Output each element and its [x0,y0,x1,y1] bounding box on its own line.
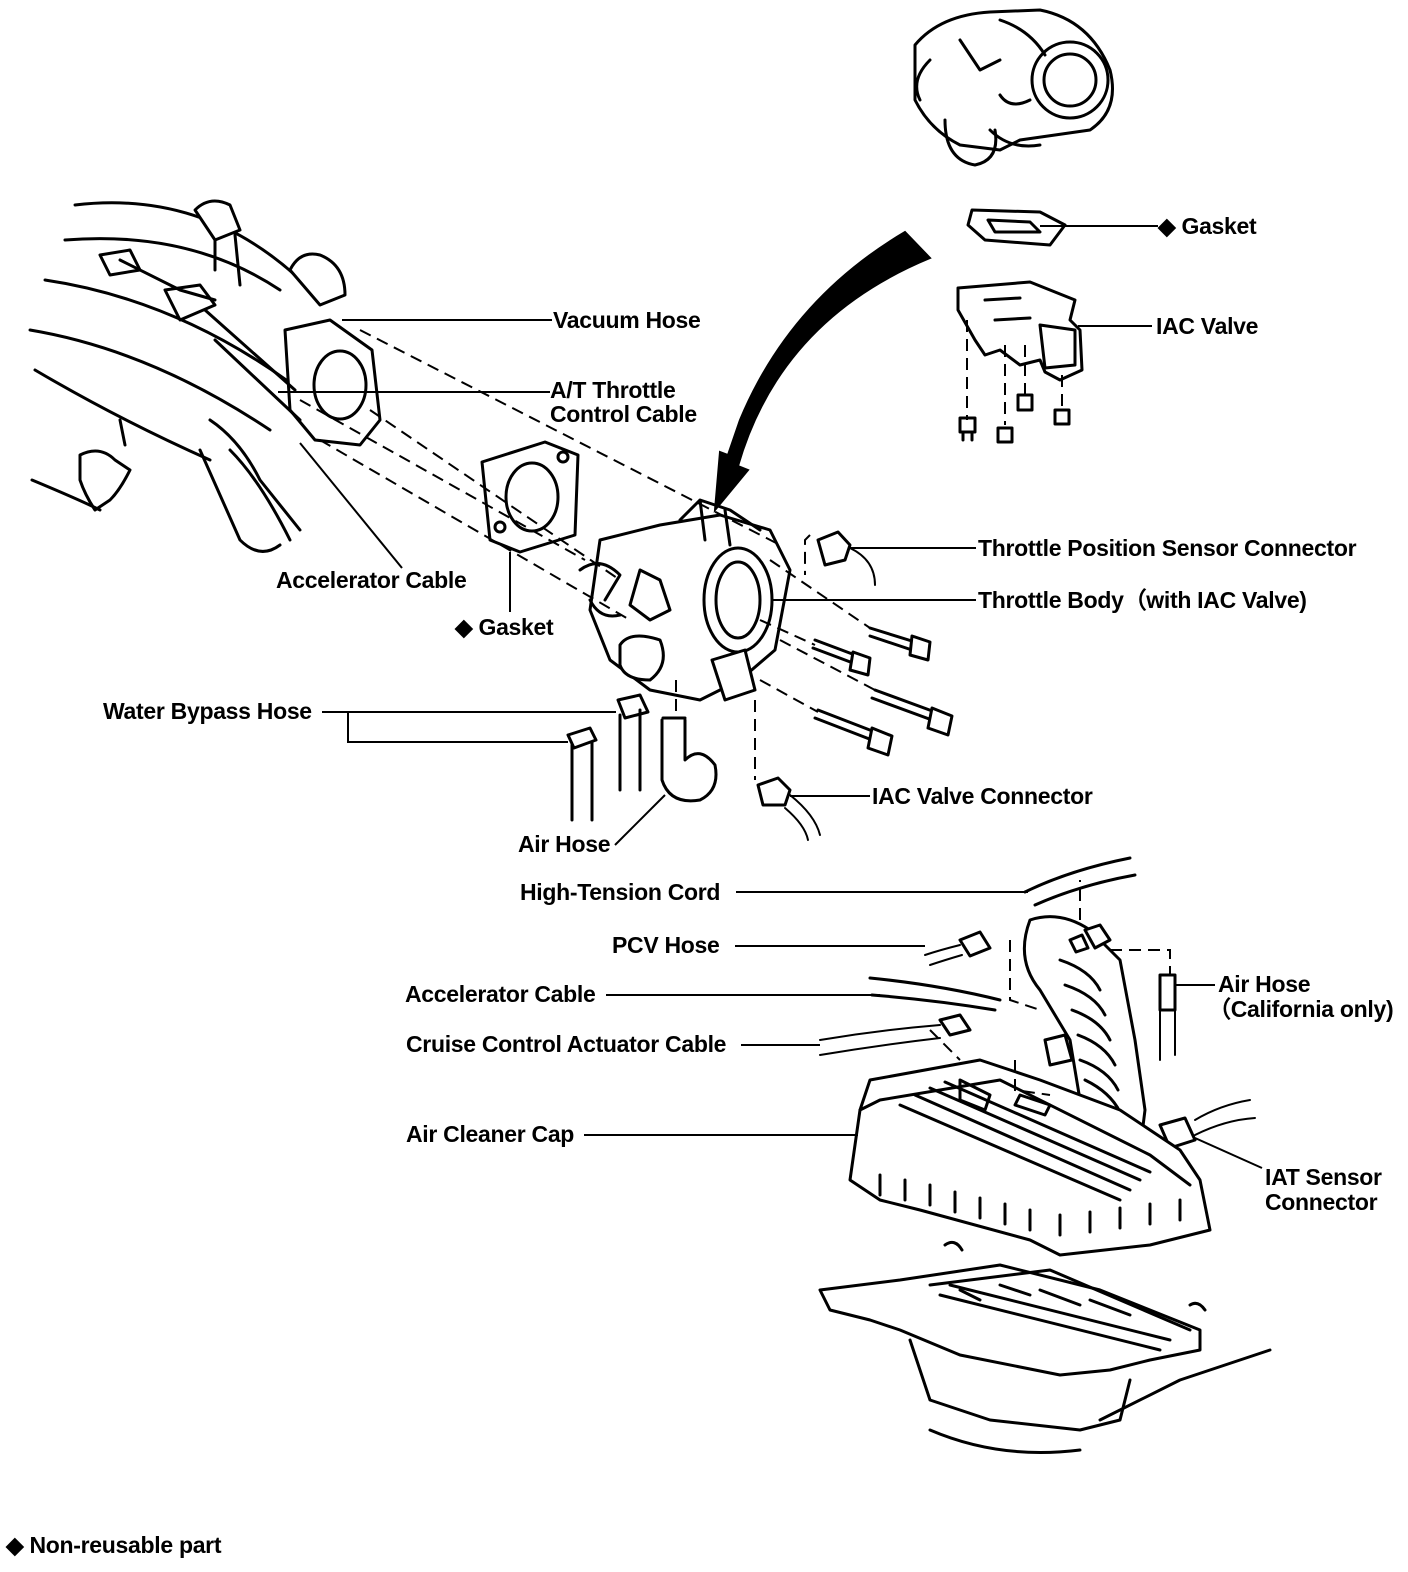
label-tps-connector: Throttle Position Sensor Connector [978,535,1357,561]
label-gasket-top: ◆ Gasket [1157,213,1257,239]
alignment-dashed-lines [299,329,876,713]
leader-lines [278,225,1263,1169]
gasket-mid-illustration [480,440,580,554]
bolts-illustration [811,626,954,757]
iac-valve-illustration [956,280,1084,444]
intake-manifold-illustration [28,199,382,553]
label-at-throttle-line1: A/T Throttle [550,377,675,403]
label-iac-valve: IAC Valve [1156,313,1258,339]
air-cleaner-case-illustration [818,1240,1272,1454]
label-gasket-mid: ◆ Gasket [454,614,554,640]
legend-non-reusable: ◆ Non-reusable part [6,1532,222,1558]
label-air-cleaner-cap: Air Cleaner Cap [406,1121,574,1147]
throttle-body-illustration [578,498,792,702]
label-throttle-body: Throttle Body（with IAC Valve) [978,587,1307,613]
label-air-hose-ca-line1: Air Hose [1218,971,1310,997]
label-iac-valve-connector: IAC Valve Connector [872,783,1093,809]
label-high-tension-cord: High-Tension Cord [520,879,720,905]
gasket-top-illustration [966,208,1067,247]
curved-arrow-icon [713,230,932,514]
label-iat-sensor-line2: Connector [1265,1189,1378,1215]
label-accelerator-cable-top: Accelerator Cable [276,567,467,593]
air-cleaner-illustration [819,856,1256,1257]
callout-labels: ◆ Gasket IAC Valve Vacuum Hose A/T Throt… [103,213,1394,1215]
label-cruise-control-cable: Cruise Control Actuator Cable [406,1031,726,1057]
iac-connector-illustration [756,776,821,841]
label-accelerator-cable-bottom: Accelerator Cable [405,981,596,1007]
hoses-illustration [566,680,756,822]
tps-connector-illustration [804,530,876,586]
label-water-bypass-hose: Water Bypass Hose [103,698,312,724]
label-at-throttle-line2: Control Cable [550,401,697,427]
label-vacuum-hose: Vacuum Hose [553,307,701,333]
throttle-body-small-illustration [913,8,1114,167]
label-iat-sensor-line1: IAT Sensor [1265,1164,1382,1190]
label-air-hose-ca-line2: （California only) [1208,996,1393,1022]
label-pcv-hose: PCV Hose [612,932,720,958]
label-air-hose-mid: Air Hose [518,831,610,857]
